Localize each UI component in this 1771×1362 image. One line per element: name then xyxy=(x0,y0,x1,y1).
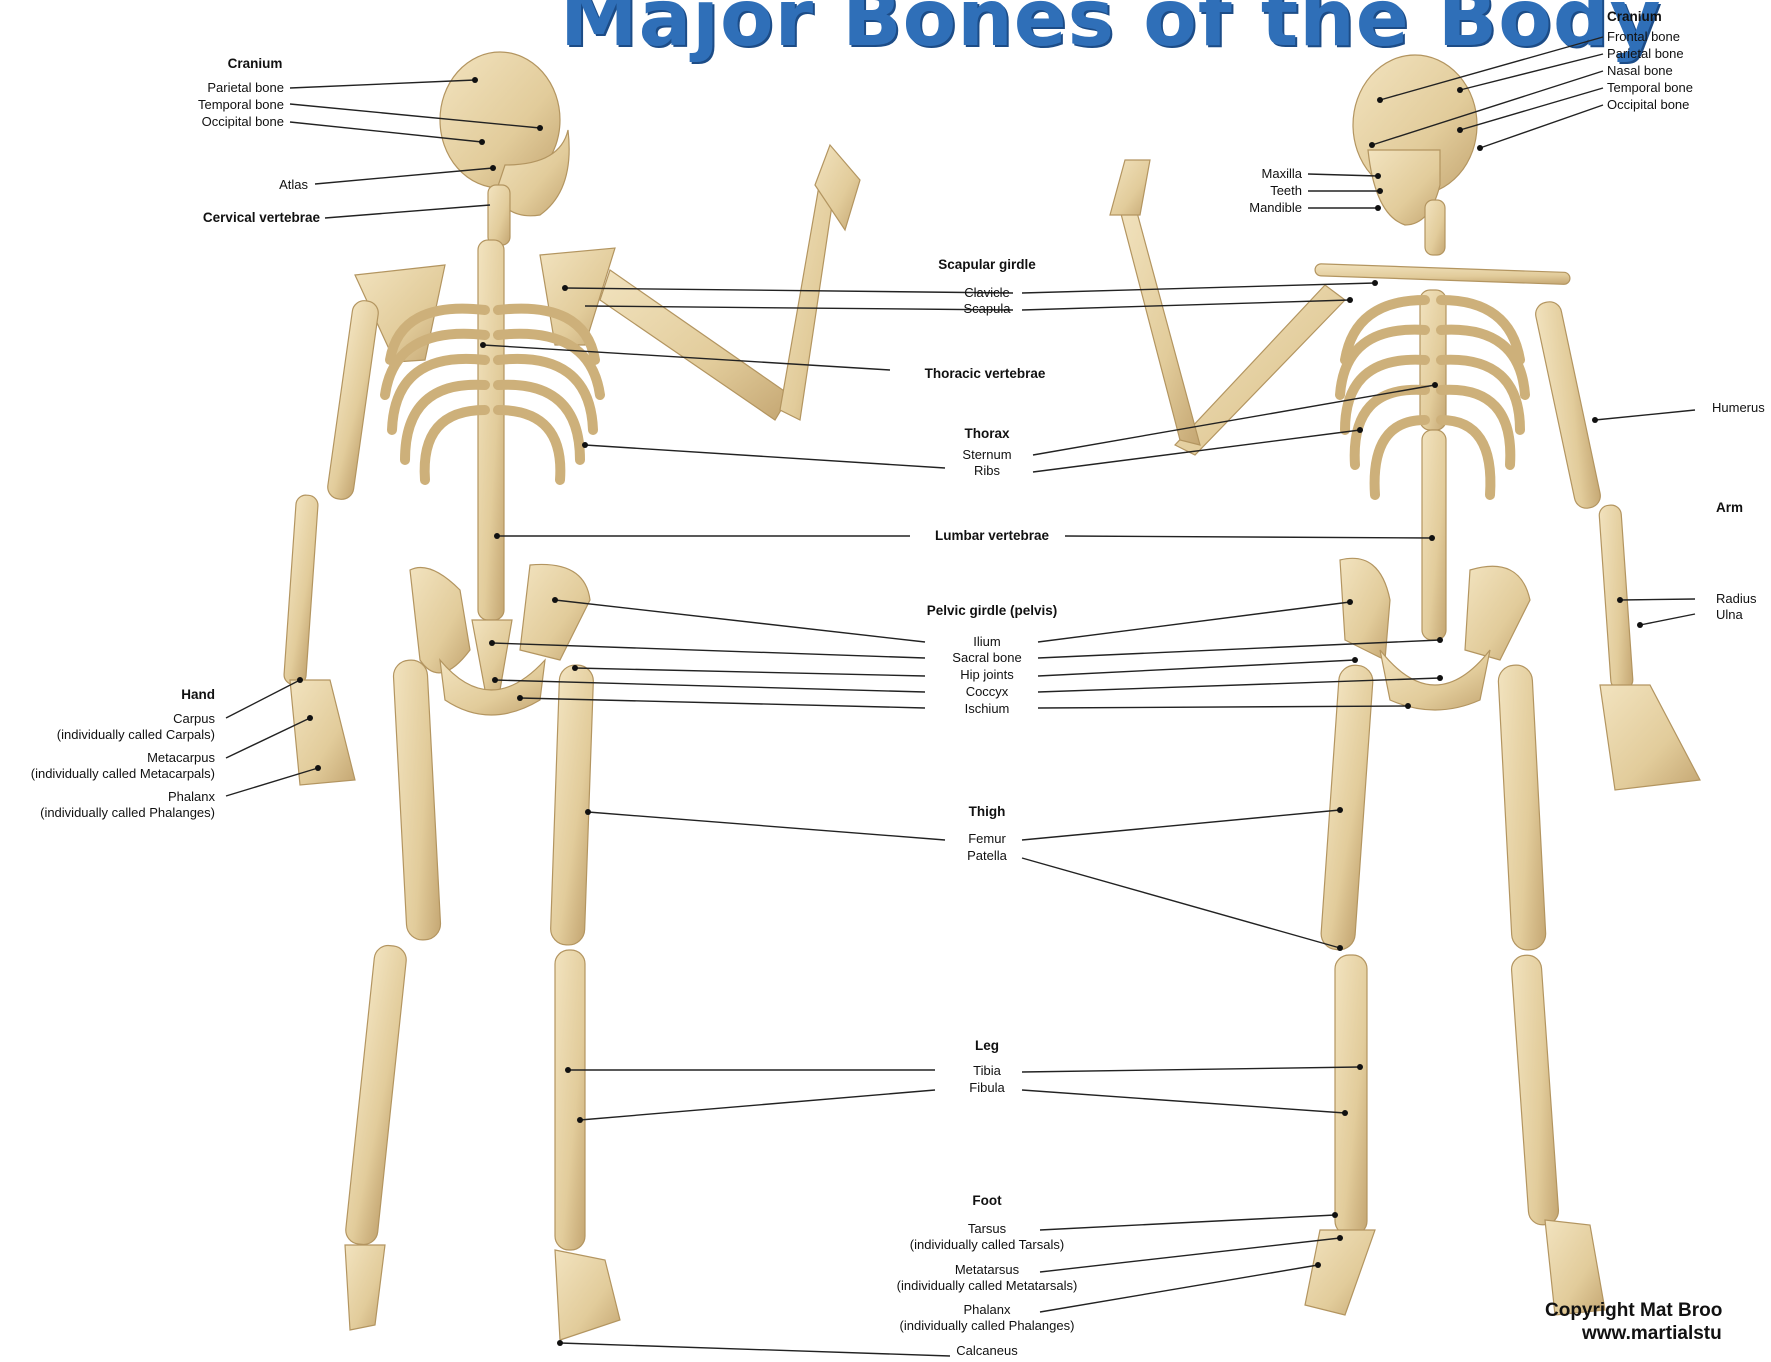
copyright-line: Copyright Mat Broo xyxy=(1545,1300,1771,1322)
back-foot-right xyxy=(555,1250,620,1340)
label-tarsus-note: (individually called Tarsals) xyxy=(877,1237,1097,1253)
back-foot-left xyxy=(345,1245,385,1330)
front-clavicle xyxy=(1315,264,1570,285)
front-femur-right xyxy=(1498,664,1547,950)
label-occipital-right: Occipital bone xyxy=(1607,97,1689,113)
label-tibia: Tibia xyxy=(917,1063,1057,1079)
back-forearm-right xyxy=(780,180,835,420)
back-neck xyxy=(488,185,510,245)
front-femur-left xyxy=(1320,664,1374,951)
copyright-website: www.martialstu xyxy=(1582,1323,1771,1345)
label-thorax: Thorax xyxy=(917,426,1057,442)
label-thigh: Thigh xyxy=(917,804,1057,820)
label-phalanx-foot-note: (individually called Phalanges) xyxy=(867,1318,1107,1334)
front-tibia-left xyxy=(1335,955,1367,1235)
label-temporal-left: Temporal bone xyxy=(150,97,284,113)
label-arm: Arm xyxy=(1716,500,1743,516)
front-foot-left xyxy=(1305,1230,1375,1315)
label-coccyx: Coccyx xyxy=(917,684,1057,700)
label-occipital-left: Occipital bone xyxy=(150,114,284,130)
label-leg: Leg xyxy=(917,1038,1057,1054)
front-hand-hanging xyxy=(1600,685,1700,790)
back-humerus-right xyxy=(600,270,790,420)
front-hand-raised xyxy=(1110,160,1150,215)
back-femur-left xyxy=(393,659,442,940)
label-ilium: Ilium xyxy=(917,634,1057,650)
label-frontal-bone: Frontal bone xyxy=(1607,29,1680,45)
label-phalanx-foot: Phalanx xyxy=(867,1302,1107,1318)
label-fibula: Fibula xyxy=(917,1080,1057,1096)
label-parietal-right: Parietal bone xyxy=(1607,46,1684,62)
front-forearm-hanging xyxy=(1599,504,1634,690)
front-humerus-hanging xyxy=(1533,300,1602,511)
label-phalanx-hand: Phalanx xyxy=(10,789,215,805)
back-sacrum xyxy=(472,620,512,690)
back-tibia-left xyxy=(344,944,407,1246)
label-foot: Foot xyxy=(917,1193,1057,1209)
back-spine xyxy=(478,240,504,620)
label-patella: Patella xyxy=(917,848,1057,864)
label-scapular-girdle: Scapular girdle xyxy=(887,257,1087,273)
back-ilium-left xyxy=(410,568,470,673)
label-temporal-right: Temporal bone xyxy=(1607,80,1693,96)
back-skeleton xyxy=(283,52,860,1340)
label-teeth: Teeth xyxy=(1190,183,1302,199)
label-carpus: Carpus xyxy=(10,711,215,727)
back-humerus-left xyxy=(326,299,380,501)
label-mandible: Mandible xyxy=(1190,200,1302,216)
back-femur-right xyxy=(550,664,594,945)
front-skeleton xyxy=(1110,55,1700,1315)
back-tibia-right xyxy=(555,950,585,1250)
label-cervical-vertebrae: Cervical vertebrae xyxy=(150,210,320,226)
label-tarsus: Tarsus xyxy=(877,1221,1097,1237)
back-forearm-left xyxy=(283,494,318,685)
label-atlas: Atlas xyxy=(200,177,308,193)
label-calcaneus: Calcaneus xyxy=(917,1343,1057,1359)
front-neck xyxy=(1425,200,1445,255)
label-pelvic-girdle: Pelvic girdle (pelvis) xyxy=(877,603,1107,619)
label-ribs: Ribs xyxy=(917,463,1057,479)
label-carpus-note: (individually called Carpals) xyxy=(10,727,215,743)
label-hand: Hand xyxy=(100,687,215,703)
label-lumbar-vertebrae: Lumbar vertebrae xyxy=(887,528,1097,544)
label-femur: Femur xyxy=(917,831,1057,847)
label-clavicle: Clavicle xyxy=(917,285,1057,301)
label-metacarpus-note: (individually called Metacarpals) xyxy=(5,766,215,782)
label-metacarpus: Metacarpus xyxy=(5,750,215,766)
label-sacral-bone: Sacral bone xyxy=(917,650,1057,666)
label-radius: Radius xyxy=(1716,591,1756,607)
label-hip-joints: Hip joints xyxy=(917,667,1057,683)
front-spine xyxy=(1422,430,1446,640)
label-thoracic-vertebrae: Thoracic vertebrae xyxy=(880,366,1090,382)
label-cranium-left: Cranium xyxy=(200,56,310,72)
label-phalanx-hand-note: (individually called Phalanges) xyxy=(10,805,215,821)
label-maxilla: Maxilla xyxy=(1190,166,1302,182)
label-sternum: Sternum xyxy=(917,447,1057,463)
label-nasal-bone: Nasal bone xyxy=(1607,63,1673,79)
front-ilium-right xyxy=(1465,566,1530,660)
label-humerus: Humerus xyxy=(1712,400,1765,416)
label-parietal-left: Parietal bone xyxy=(150,80,284,96)
label-metatarsus: Metatarsus xyxy=(867,1262,1107,1278)
front-tibia-right xyxy=(1511,954,1560,1225)
label-metatarsus-note: (individually called Metatarsals) xyxy=(867,1278,1107,1294)
front-humerus-raised xyxy=(1175,285,1345,455)
label-scapula: Scapula xyxy=(917,301,1057,317)
front-forearm-raised xyxy=(1120,205,1200,445)
label-ischium: Ischium xyxy=(917,701,1057,717)
back-hand-left xyxy=(290,680,355,785)
label-cranium-right: Cranium xyxy=(1607,9,1662,25)
label-ulna: Ulna xyxy=(1716,607,1743,623)
